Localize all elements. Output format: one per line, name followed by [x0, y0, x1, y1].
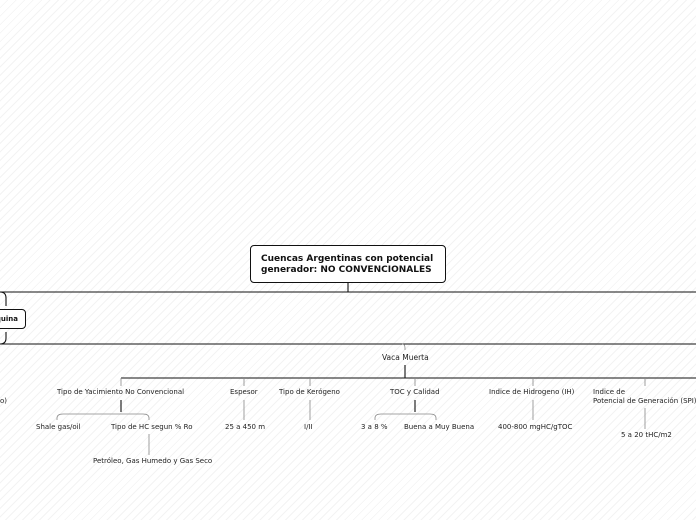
vaca-muerta-node[interactable]: Vaca Muerta [382, 353, 429, 362]
espesor-node[interactable]: Espesor [230, 388, 258, 396]
tipo-hc-node[interactable]: Tipo de HC segun % Ro [111, 423, 193, 431]
connector-vaca-muerta-curve [0, 343, 406, 350]
petroleo-gas-node[interactable]: Petróleo, Gas Humedo y Gas Seco [93, 457, 213, 465]
root-title-line1: Cuencas Argentinas con potencial [261, 254, 434, 264]
connector-child-ticks [120, 378, 646, 386]
spi-value-node[interactable]: 5 a 20 tHC/m2 [621, 431, 672, 439]
toc-value-node[interactable]: 3 a 8 % [361, 423, 388, 431]
root-title-line2: generador: NO CONVENCIONALES [261, 265, 432, 275]
ih-value-node[interactable]: 400-800 mgHC/gTOC [498, 423, 573, 431]
left-branch-label: quina [0, 315, 18, 323]
kerogeno-value-node[interactable]: I/II [304, 423, 313, 431]
connector-toc-bracket [374, 413, 437, 420]
left-branch-node[interactable]: quina [0, 309, 26, 329]
calidad-value-node[interactable]: Buena a Muy Buena [404, 423, 475, 431]
espesor-value-node[interactable]: 25 a 450 m [225, 423, 266, 431]
spi-node[interactable]: Indice de Potencial de Generación (SPI) [593, 388, 696, 406]
partial-left-label: o) [0, 397, 8, 405]
connector-branch-bracket [0, 291, 696, 345]
toc-node[interactable]: TOC y Calidad [390, 388, 440, 396]
spi-label-line2: Potencial de Generación (SPI) [593, 397, 696, 405]
kerogeno-node[interactable]: Tipo de Kerógeno [279, 388, 340, 396]
ih-node[interactable]: Indice de Hidrogeno (IH) [489, 388, 575, 396]
connector-tipo-yac-bracket [56, 413, 150, 420]
root-node[interactable]: Cuencas Argentinas con potencial generad… [250, 245, 446, 283]
tipo-yacimiento-node[interactable]: Tipo de Yacimiento No Convencional [57, 388, 185, 396]
shale-node[interactable]: Shale gas/oil [36, 423, 81, 431]
spi-label-line1: Indice de [593, 388, 626, 396]
